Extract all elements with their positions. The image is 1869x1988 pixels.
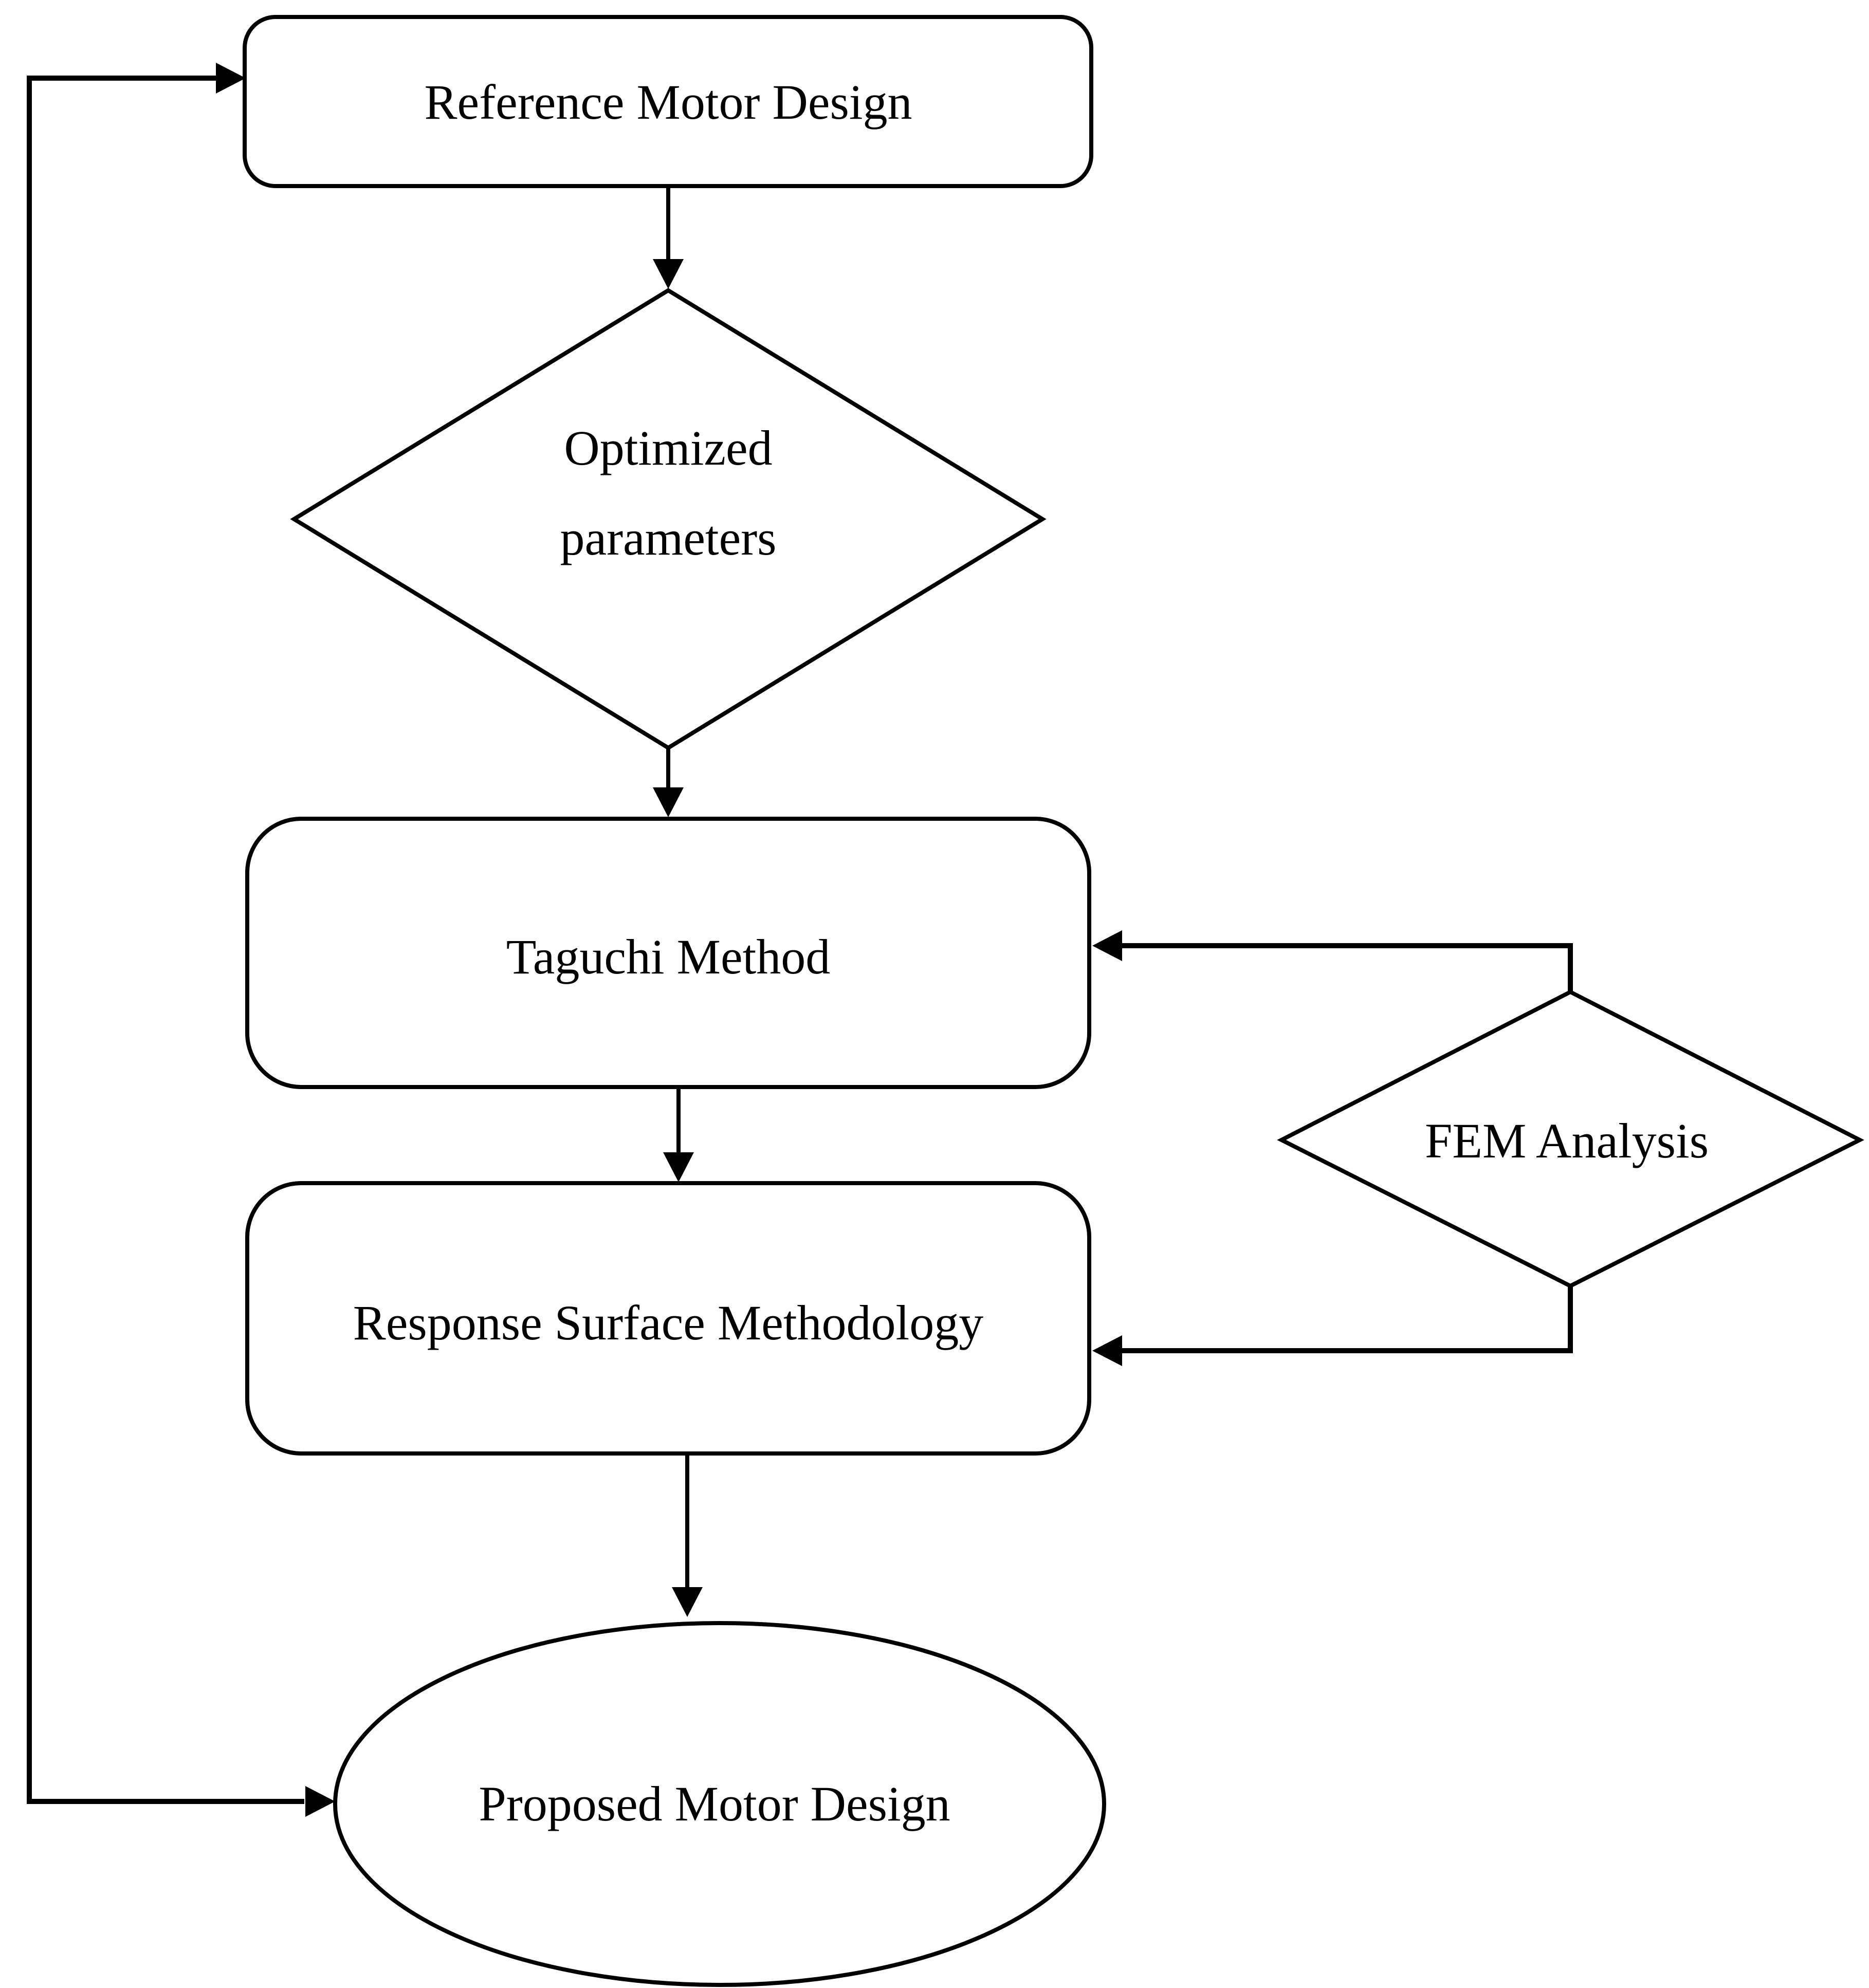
node-proposed-motor-design-label: Proposed Motor Design bbox=[479, 1776, 950, 1831]
node-fem-analysis-label: FEM Analysis bbox=[1425, 1113, 1709, 1168]
node-optimized-parameters-label-line1: Optimized bbox=[564, 420, 772, 475]
arrowhead-into-rsm-right bbox=[1092, 1335, 1122, 1366]
node-proposed-motor-design bbox=[333, 1621, 1106, 1987]
node-taguchi-method-label: Taguchi Method bbox=[506, 929, 830, 984]
arrowhead-into-taguchi-top bbox=[653, 787, 684, 817]
arrowhead-into-proposed-left bbox=[305, 1786, 335, 1817]
node-response-surface-methodology bbox=[245, 1181, 1091, 1456]
arrowhead-into-taguchi-right bbox=[1092, 930, 1122, 961]
arrowhead-into-proposed-top bbox=[672, 1587, 703, 1617]
edge-fem-to-rsm bbox=[1122, 1286, 1573, 1353]
edge-fem-to-taguchi bbox=[1122, 943, 1573, 992]
node-reference-motor-design-label: Reference Motor Design bbox=[425, 75, 912, 130]
arrowhead-into-reference bbox=[216, 63, 246, 94]
node-fem-analysis-decision bbox=[1277, 989, 1864, 1288]
node-reference-motor-design bbox=[243, 15, 1093, 188]
arrowhead-into-optimized bbox=[653, 259, 684, 289]
node-taguchi-method bbox=[245, 817, 1091, 1089]
node-optimized-parameters-label-line2: parameters bbox=[560, 510, 776, 565]
node-optimized-parameters-decision bbox=[290, 288, 1047, 750]
node-response-surface-methodology-label: Response Surface Methodology bbox=[353, 1295, 983, 1350]
arrowhead-into-rsm-top bbox=[663, 1152, 694, 1182]
edge-left-loop bbox=[27, 76, 304, 1804]
